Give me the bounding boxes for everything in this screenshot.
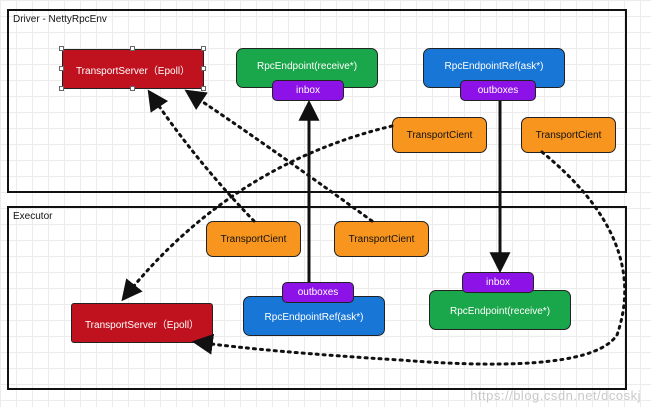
selection-handle[interactable] [59, 46, 64, 51]
driver-outboxes[interactable]: outboxes [460, 80, 536, 101]
arrow-driver-client2-to-executor-server [191, 150, 627, 366]
driver-transport-client-2[interactable]: TransportCient [521, 117, 616, 153]
driver-panel-label: Driver - NettyRpcEnv [13, 14, 107, 25]
executor-transport-server[interactable]: TransportServer（Epoll） [71, 303, 213, 343]
driver-transport-client-1[interactable]: TransportCient [392, 117, 487, 153]
arrow-executor-client2-to-driver-server [184, 89, 374, 223]
driver-transport-client-2-label: TransportCient [535, 129, 602, 141]
executor-transport-client-2[interactable]: TransportCient [334, 221, 429, 257]
executor-outboxes-label: outboxes [297, 287, 339, 298]
driver-rpc-endpoint-label: RpcEndpoint(receive*) [256, 61, 358, 72]
executor-inbox-label: inbox [486, 277, 510, 288]
driver-panel: Driver - NettyRpcEnv [7, 9, 627, 193]
executor-rpc-endpoint-label: RpcEndpoint(receive*) [449, 306, 551, 317]
arrow-executor-client1-to-driver-server [147, 89, 256, 223]
selection-handle[interactable] [130, 86, 135, 91]
executor-rpc-endpoint[interactable]: RpcEndpoint(receive*) [429, 290, 571, 330]
driver-transport-server-label: TransportServer（Epoll） [75, 65, 191, 77]
executor-transport-client-1-label: TransportCient [220, 233, 287, 245]
watermark: https://blog.csdn.net/dcoskj [470, 388, 641, 403]
driver-rpc-endpoint-ref-label: RpcEndpointRef(ask*) [444, 61, 544, 72]
driver-transport-client-1-label: TransportCient [406, 129, 473, 141]
selection-handle[interactable] [59, 66, 64, 71]
executor-panel: Executor [7, 206, 627, 390]
driver-transport-server[interactable]: TransportServer（Epoll） [62, 49, 204, 89]
executor-panel-label: Executor [13, 211, 53, 222]
selection-handle[interactable] [130, 46, 135, 51]
driver-outboxes-label: outboxes [477, 85, 519, 96]
executor-transport-client-2-label: TransportCient [348, 233, 415, 245]
selection-handle[interactable] [201, 66, 206, 71]
executor-outboxes[interactable]: outboxes [282, 282, 354, 303]
arrow-driver-client1-to-executor-server [121, 124, 394, 302]
driver-inbox-label: inbox [296, 85, 320, 96]
selection-handle[interactable] [59, 86, 64, 91]
selection-handle[interactable] [201, 46, 206, 51]
executor-transport-server-label: TransportServer（Epoll） [84, 319, 200, 331]
executor-transport-client-1[interactable]: TransportCient [206, 221, 301, 257]
executor-rpc-endpoint-ref-label: RpcEndpointRef(ask*) [264, 312, 364, 323]
